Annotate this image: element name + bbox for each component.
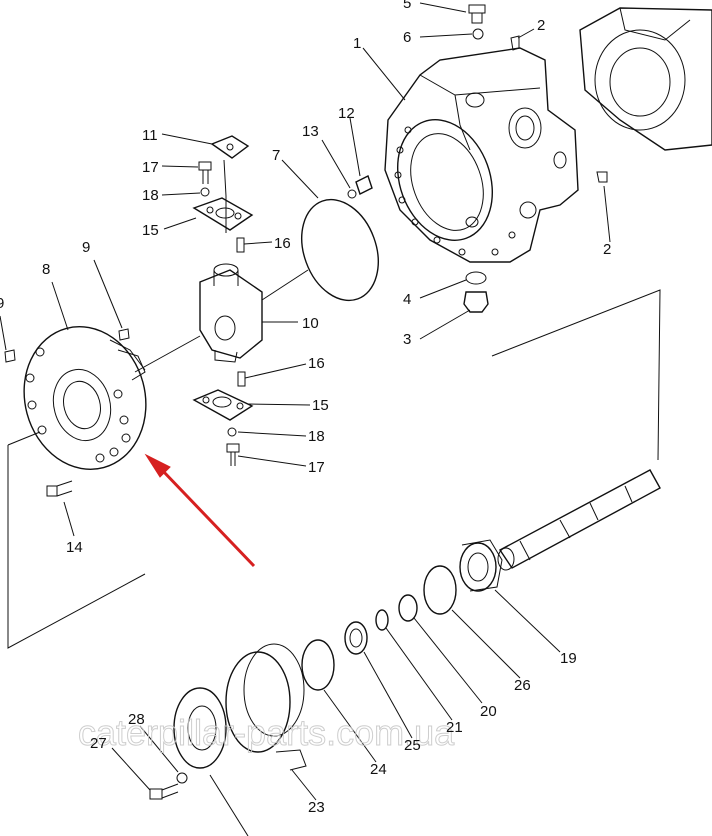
- gasket-23: [225, 643, 305, 753]
- callout-23: 23: [308, 799, 325, 816]
- assembly-line-right: [491, 289, 661, 461]
- callout-2: 2: [603, 241, 611, 258]
- callout-labels: 1 2 2 3 4 5 6 7 8 9 9 10 11 12 13 14 15 …: [0, 0, 611, 816]
- callout-20: 20: [480, 703, 497, 720]
- callout-19: 19: [560, 650, 577, 667]
- cover-plate-upper: [192, 197, 254, 231]
- o-ring-4: [465, 271, 487, 285]
- bolt-9-left: [4, 349, 16, 363]
- assembly-line-left-top: [7, 431, 41, 446]
- assembly-line-gasket: [275, 749, 307, 771]
- bolt-9-right: [118, 328, 130, 341]
- drive-shaft: [497, 469, 661, 571]
- callout-2: 2: [537, 17, 545, 34]
- sleeve-12: [355, 175, 373, 195]
- callout-16: 16: [274, 235, 291, 252]
- plug-2-lower: [596, 171, 608, 183]
- cover-plate-lower: [192, 389, 254, 421]
- pin-16-lower: [237, 371, 246, 387]
- assembly-line-flange: [134, 335, 201, 373]
- flange-8: [23, 326, 147, 470]
- snap-ring-26: [423, 565, 457, 615]
- washer-20: [398, 594, 418, 622]
- plug-5: [468, 4, 486, 24]
- washer-18-upper: [200, 187, 210, 197]
- bolt-17-upper: [198, 161, 212, 184]
- bolt-17-lower: [226, 443, 240, 466]
- assembly-line-plate: [223, 159, 227, 233]
- washer-28: [176, 772, 188, 784]
- callout-12: 12: [338, 105, 355, 122]
- red-indicator-arrow: [144, 453, 256, 568]
- leader-lines: [0, 2, 611, 801]
- callout-18: 18: [142, 187, 159, 204]
- callout-15: 15: [312, 397, 329, 414]
- callout-26: 26: [514, 677, 531, 694]
- watermark: caterpillar-parts.com.ua: [78, 712, 455, 753]
- rear-cover: [579, 7, 712, 151]
- callout-18: 18: [308, 428, 325, 445]
- o-ring-6: [472, 28, 484, 40]
- callout-28: 28: [128, 711, 145, 728]
- servo-piston-body: [199, 263, 263, 363]
- callout-5: 5: [403, 0, 411, 12]
- pin-16-upper: [236, 237, 245, 253]
- callout-17: 17: [308, 459, 325, 476]
- callout-27: 27: [90, 735, 107, 752]
- callout-1: 1: [353, 35, 361, 52]
- callout-11: 11: [142, 127, 158, 144]
- callout-6: 6: [403, 29, 411, 46]
- callout-3: 3: [403, 331, 411, 348]
- snap-ring-21: [375, 609, 389, 631]
- assembly-line-body: [261, 269, 309, 301]
- callout-8: 8: [42, 261, 50, 278]
- bearing-19: [459, 539, 503, 592]
- callout-4: 4: [403, 291, 411, 308]
- callout-17: 17: [142, 159, 159, 176]
- bolt-27: [149, 783, 179, 800]
- assembly-line-left: [7, 445, 146, 649]
- assembly-line-cover: [209, 774, 249, 836]
- callout-9: 9: [82, 239, 90, 256]
- callout-24: 24: [370, 761, 387, 778]
- callout-7: 7: [272, 147, 280, 164]
- pump-housing: [384, 47, 579, 263]
- plug-3: [463, 291, 489, 313]
- o-ring-7: [301, 198, 379, 302]
- callout-16: 16: [308, 355, 325, 372]
- stopper-block: [210, 135, 250, 159]
- o-ring-24: [301, 639, 335, 691]
- plug-2-upper: [510, 35, 520, 51]
- callout-10: 10: [302, 315, 319, 332]
- washer-18-lower: [227, 427, 237, 437]
- bearing-25: [344, 621, 368, 655]
- callout-15: 15: [142, 222, 159, 239]
- callout-14: 14: [66, 539, 83, 556]
- callout-25: 25: [404, 737, 421, 754]
- cover-27: [173, 687, 227, 769]
- callout-9: 9: [0, 295, 4, 312]
- o-ring-13: [347, 189, 357, 199]
- callout-21: 21: [446, 719, 463, 736]
- callout-13: 13: [302, 123, 319, 140]
- bolt-14: [46, 480, 73, 497]
